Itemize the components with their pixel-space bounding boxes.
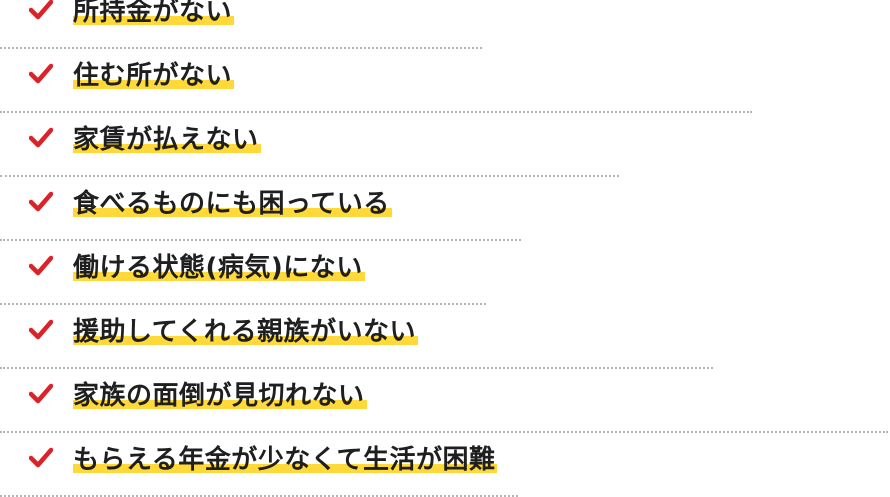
dotted-divider — [0, 111, 752, 113]
dotted-divider — [0, 239, 521, 241]
checkmark-icon — [29, 447, 53, 469]
list-item: 援助してくれる親族がいない — [0, 305, 890, 369]
checkmark-icon — [29, 191, 53, 213]
list-item: 家賃が払えない — [0, 113, 890, 177]
checkmark-icon — [29, 127, 53, 149]
checkmark-icon — [29, 63, 53, 85]
list-item: もらえる年金が少なくて生活が困難 — [0, 433, 890, 497]
list-item: 食べるものにも困っている — [0, 177, 890, 241]
dotted-divider — [0, 431, 888, 433]
checkmark-icon — [29, 319, 53, 341]
dotted-divider — [0, 175, 619, 177]
item-label: 住む所がない — [73, 59, 235, 93]
checkmark-icon — [29, 255, 53, 277]
item-label: もらえる年金が少なくて生活が困難 — [73, 443, 498, 477]
dotted-divider — [0, 367, 713, 369]
list-item: 住む所がない — [0, 49, 890, 113]
item-label: 所持金がない — [73, 0, 235, 29]
dotted-divider — [0, 47, 482, 49]
list-item: 家族の面倒が見切れない — [0, 369, 890, 433]
list-item: 働ける状態(病気)にない — [0, 241, 890, 305]
item-label: 働ける状態(病気)にない — [73, 251, 365, 285]
list-item: 所持金がない — [0, 0, 890, 49]
checkmark-icon — [29, 0, 53, 21]
item-label: 家族の面倒が見切れない — [73, 379, 367, 413]
item-label: 家賃が払えない — [73, 123, 261, 157]
dotted-divider — [0, 303, 486, 305]
item-label: 援助してくれる親族がいない — [73, 315, 418, 349]
checkmark-icon — [29, 383, 53, 405]
item-label: 食べるものにも困っている — [73, 187, 392, 221]
